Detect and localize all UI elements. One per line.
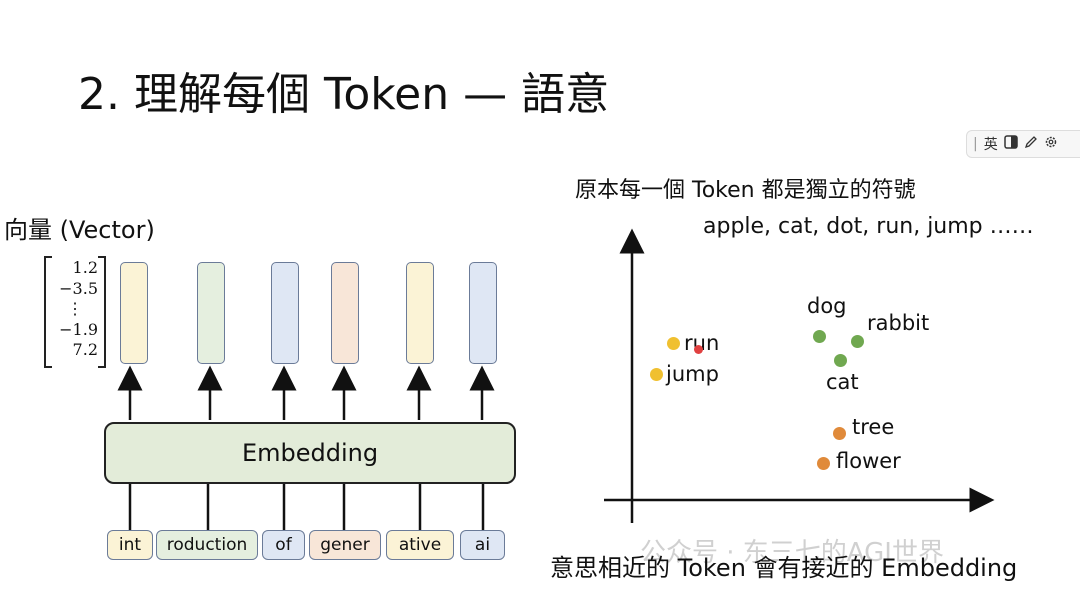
- embedding-axes: [604, 228, 995, 523]
- point-label: tree: [852, 415, 895, 439]
- point-label: rabbit: [867, 311, 930, 335]
- token-box: of: [262, 530, 305, 560]
- vector-value: 7.2: [72, 340, 98, 359]
- point-flower: [817, 457, 830, 470]
- token-box: roduction: [156, 530, 258, 560]
- vector-bar: [469, 262, 497, 364]
- point-cat: [834, 354, 847, 367]
- vector-value: −3.5: [59, 278, 98, 298]
- cursor-dot: [694, 345, 703, 354]
- vector-bar: [120, 262, 148, 364]
- vector-bar: [197, 262, 225, 364]
- point-label: dog: [807, 294, 847, 318]
- half-circle-icon[interactable]: [1003, 135, 1018, 153]
- token-box: int: [107, 530, 153, 560]
- token-box: ative: [386, 530, 454, 560]
- vector-matrix: 1.2 −3.5 ⋮ −1.9 7.2: [44, 256, 106, 368]
- pen-icon[interactable]: [1024, 135, 1038, 153]
- vector-value: −1.9: [59, 319, 98, 339]
- right-heading: 原本每一個 Token 都是獨立的符號: [575, 178, 916, 203]
- token-box: ai: [460, 530, 505, 560]
- toolbar-divider: |: [973, 136, 978, 152]
- point-jump: [650, 368, 663, 381]
- vector-value: ⋮: [67, 299, 83, 318]
- point-run: [667, 337, 680, 350]
- vector-bar: [406, 262, 434, 364]
- point-dog: [813, 330, 826, 343]
- token-box: gener: [309, 530, 381, 560]
- point-label: flower: [836, 449, 901, 473]
- embedding-box: Embedding: [104, 422, 516, 484]
- vector-bar: [271, 262, 299, 364]
- point-label: cat: [826, 370, 859, 394]
- watermark: 公众号 · 东三七的AGI世界: [640, 538, 944, 568]
- ime-toolbar[interactable]: | 英: [966, 130, 1080, 158]
- example-tokens: apple, cat, dot, run, jump ……: [703, 214, 1034, 239]
- point-label: jump: [666, 362, 719, 386]
- page-title: 2. 理解每個 Token — 語意: [78, 69, 610, 120]
- gear-icon[interactable]: [1044, 135, 1058, 153]
- vector-bar: [331, 262, 359, 364]
- vector-value: 1.2: [72, 258, 98, 277]
- arrows: [117, 365, 495, 530]
- point-rabbit: [851, 335, 864, 348]
- bottom-caption: 意思相近的 Token 會有接近的 Embedding: [550, 554, 1018, 582]
- vector-label: 向量 (Vector): [4, 216, 155, 244]
- toolbar-lang-button[interactable]: 英: [983, 137, 998, 153]
- point-tree: [833, 427, 846, 440]
